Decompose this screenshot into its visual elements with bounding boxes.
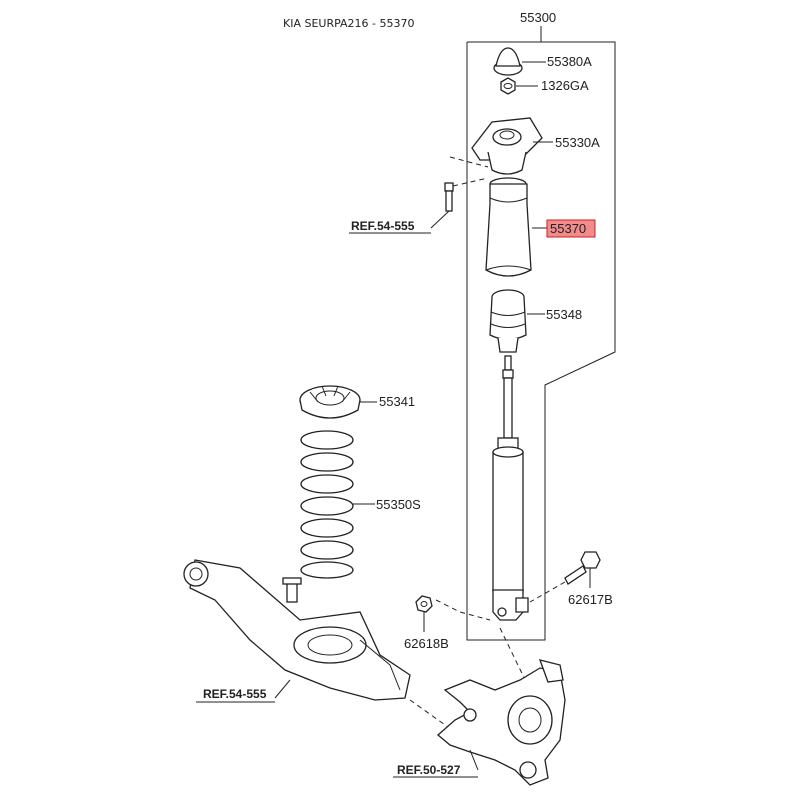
nut-part[interactable] [500,77,516,95]
knuckle-part [437,659,566,786]
label-55341[interactable]: 55341 [379,394,415,409]
shock-absorber-part[interactable] [492,355,529,621]
ref-bolt-top [444,182,454,212]
label-55370[interactable]: 55370 [550,221,586,236]
label-55380A[interactable]: 55380A [547,54,592,69]
lower-arm-part [183,559,411,701]
top-cap-part[interactable] [493,47,523,76]
lower-nut-part[interactable] [415,595,433,613]
label-55348[interactable]: 55348 [546,307,582,322]
bolt-part[interactable] [564,551,601,585]
assembly-bracket [466,26,616,641]
ref-label-arm[interactable]: REF.54-555 [203,687,267,701]
label-62617B[interactable]: 62617B [568,592,613,607]
dust-cover-part[interactable] [485,177,532,277]
diagram-title: KIA SEURPA216 - 55370 [283,17,415,30]
label-1326GA[interactable]: 1326GA [541,78,589,93]
ref-label-knuckle[interactable]: REF.50-527 [397,763,461,777]
highlight-55370 [546,219,596,238]
label-62618B[interactable]: 62618B [404,636,449,651]
spring-pad-part[interactable] [299,385,361,419]
coil-spring-part[interactable] [300,430,354,579]
bump-stopper-part[interactable] [489,289,527,353]
label-55330A[interactable]: 55330A [555,135,600,150]
ref-label-top[interactable]: REF.54-555 [351,219,415,233]
label-55350S[interactable]: 55350S [376,497,421,512]
mount-part[interactable] [471,117,543,175]
label-55300[interactable]: 55300 [520,10,556,25]
